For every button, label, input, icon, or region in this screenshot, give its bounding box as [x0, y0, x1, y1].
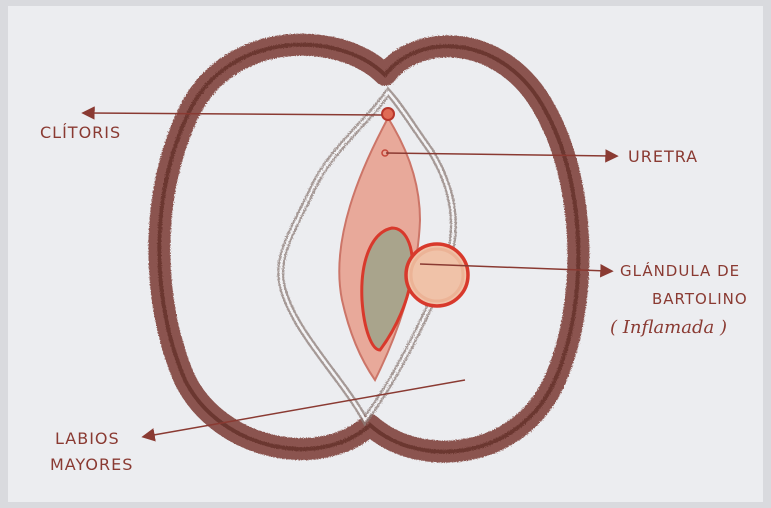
label-glandula-3: ( Inflamada ): [610, 317, 727, 338]
clitoris-mark: [382, 108, 394, 120]
label-labios-2: MAYORES: [50, 455, 133, 474]
bartholin-gland-mark: [406, 244, 468, 306]
label-glandula-1: GLÁNDULA DE: [620, 261, 740, 280]
label-clitoris: CLÍTORIS: [40, 123, 121, 142]
label-glandula-2: BARTOLINO: [652, 290, 748, 308]
label-labios-1: LABIOS: [55, 429, 120, 448]
label-uretra: URETRA: [628, 147, 698, 166]
